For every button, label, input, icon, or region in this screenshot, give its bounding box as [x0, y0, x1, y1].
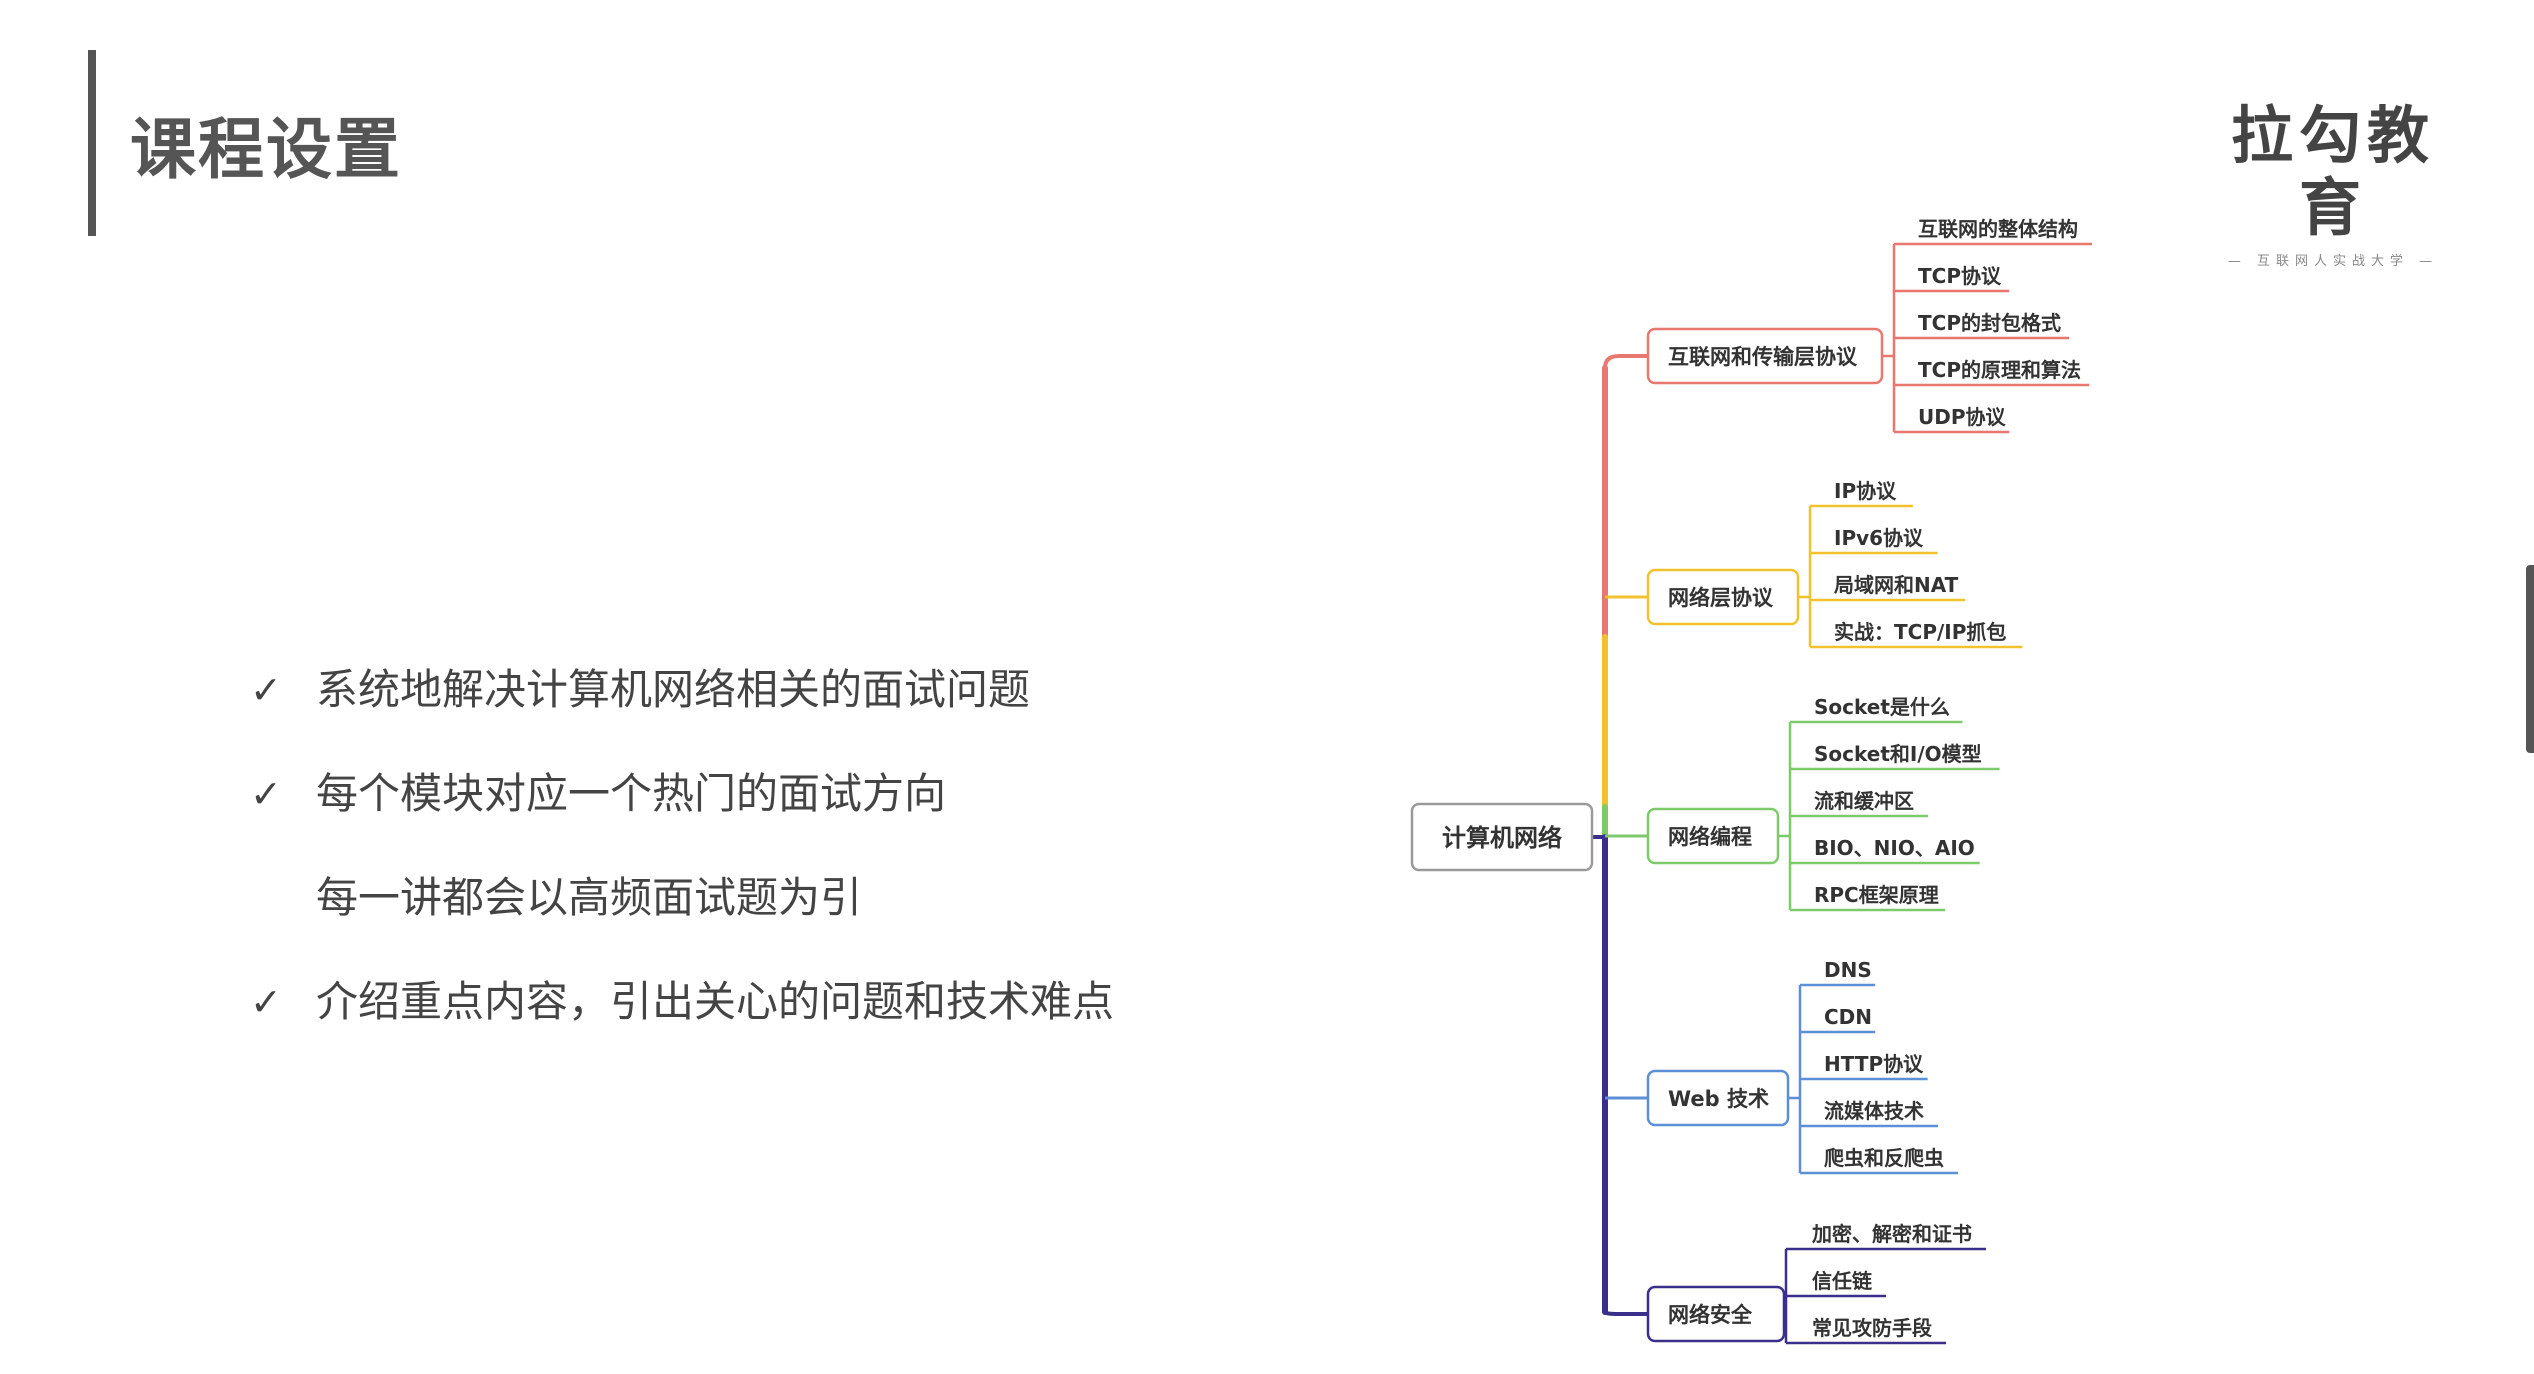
leaf-topic-label: TCP的原理和算法 — [1918, 358, 2081, 382]
leaf-topic-label: 流媒体技术 — [1824, 1099, 1924, 1123]
leaf-topic-label: Socket是什么 — [1814, 695, 1950, 719]
leaf-topic-label: TCP的封包格式 — [1918, 311, 2061, 335]
connector-line — [1603, 1310, 1648, 1316]
leaf-topic-label: DNS — [1824, 958, 1872, 982]
branch-node-label: 网络安全 — [1668, 1303, 1753, 1327]
leaf-topic-label: TCP协议 — [1918, 264, 2002, 288]
leaf-topic-label: 实战：TCP/IP抓包 — [1834, 620, 2006, 644]
leaf-topic-label: 常见攻防手段 — [1812, 1316, 1932, 1340]
bullet-text: 系统地解决计算机网络相关的面试问题 — [316, 665, 1031, 714]
page-title: 课程设置 — [130, 111, 402, 188]
leaf-topic-label: 流和缓冲区 — [1814, 789, 1914, 813]
branch-node-label: 网络编程 — [1668, 825, 1752, 849]
bullet-text: 每个模块对应一个热门的面试方向 — [316, 769, 947, 818]
branch-node-label: 网络层协议 — [1668, 586, 1774, 610]
edge-handle — [2526, 565, 2534, 753]
bullet-text: 介绍重点内容，引出关心的问题和技术难点 — [316, 977, 1115, 1026]
leaf-topic-label: BIO、NIO、AIO — [1814, 836, 1975, 860]
title-accent-bar — [88, 50, 96, 236]
leaf-topic-label: 局域网和NAT — [1833, 573, 1959, 597]
leaf-topic-label: UDP协议 — [1918, 405, 2007, 429]
leaf-topic-label: IP协议 — [1834, 479, 1897, 503]
connector-line — [1603, 354, 1648, 369]
check-icon: ✓ — [250, 772, 282, 816]
bullet-text: 每一讲都会以高频面试题为引 — [316, 873, 863, 922]
leaf-topic-label: 信任链 — [1812, 1269, 1873, 1293]
brand-logo: 拉勾教育 — 互联网人实战大学 — — [2208, 99, 2458, 270]
check-icon: ✓ — [250, 980, 282, 1024]
brand-logo-text: 拉勾教育 — [2230, 99, 2435, 244]
leaf-topic-label: IPv6协议 — [1834, 526, 1924, 550]
leaf-topic-label: HTTP协议 — [1824, 1052, 1924, 1076]
leaf-topic-label: RPC框架原理 — [1814, 883, 1939, 907]
leaf-topic-label: Socket和I/O模型 — [1814, 742, 1982, 766]
leaf-topic-label: CDN — [1824, 1005, 1872, 1029]
check-icon: ✓ — [250, 668, 282, 712]
leaf-topic-label: 互联网的整体结构 — [1918, 217, 2078, 241]
root-node-box — [1410, 802, 1594, 872]
brand-logo-slogan: — 互联网人实战大学 — — [2227, 254, 2439, 269]
branch-node-label: 互联网和传输层协议 — [1668, 345, 1858, 369]
leaf-topic-label: 加密、解密和证书 — [1811, 1222, 1972, 1246]
branch-node-label: Web 技术 — [1668, 1087, 1769, 1111]
root-node-label: 计算机网络 — [1442, 824, 1562, 852]
leaf-topic-label: 爬虫和反爬虫 — [1824, 1146, 1944, 1170]
